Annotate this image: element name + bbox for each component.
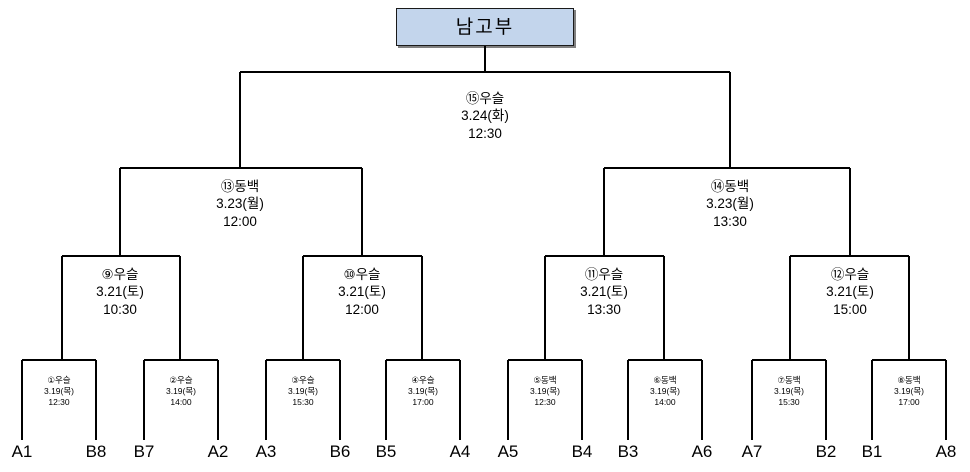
match-node-11[interactable]: ⑪우슬 3.21(토) 13:30	[514, 266, 694, 318]
team-slot-15[interactable]: B1	[861, 442, 883, 461]
match-14-date: 3.23(월)	[706, 196, 754, 212]
match-4-date: 3.19(목)	[407, 386, 439, 397]
team-slot-10[interactable]: B4	[571, 442, 593, 461]
match-node-8[interactable]: ⑧동백 3.19(목) 17:00	[854, 375, 964, 409]
match-11-label: ⑪우슬	[584, 267, 624, 282]
match-node-5[interactable]: ⑤동백 3.19(목) 12:30	[490, 375, 600, 409]
division-title-box: 남고부	[396, 8, 574, 46]
team-slot-1[interactable]: A1	[11, 442, 33, 461]
match-4-label: ④우슬	[411, 375, 435, 385]
team-slot-6[interactable]: B6	[329, 442, 351, 461]
team-slot-11[interactable]: B3	[617, 442, 639, 461]
match-15-time: 12:30	[468, 125, 502, 141]
team-slot-13[interactable]: A7	[741, 442, 763, 461]
team-slot-7[interactable]: B5	[375, 442, 397, 461]
match-8-time: 17:00	[898, 397, 920, 408]
match-7-label: ⑦동백	[777, 375, 801, 385]
match-5-time: 12:30	[534, 397, 556, 408]
match-7-date: 3.19(목)	[773, 386, 805, 397]
match-3-date: 3.19(목)	[287, 386, 319, 397]
match-node-6[interactable]: ⑥동백 3.19(목) 14:00	[610, 375, 720, 409]
match-11-time: 13:30	[587, 301, 621, 317]
match-6-date: 3.19(목)	[649, 386, 681, 397]
team-slot-9[interactable]: A5	[497, 442, 519, 461]
match-12-date: 3.21(토)	[826, 284, 874, 300]
match-6-label: ⑥동백	[653, 375, 677, 385]
match-8-label: ⑧동백	[897, 375, 921, 385]
team-slot-16[interactable]: A8	[935, 442, 957, 461]
match-node-3[interactable]: ③우슬 3.19(목) 15:30	[248, 375, 358, 409]
match-15-label: ⑮우슬	[465, 91, 505, 106]
match-1-label: ①우슬	[47, 375, 71, 385]
match-12-label: ⑫우슬	[830, 267, 870, 282]
team-slot-3[interactable]: B7	[133, 442, 155, 461]
match-15-date: 3.24(화)	[461, 108, 509, 124]
match-5-date: 3.19(목)	[529, 386, 561, 397]
match-4-time: 17:00	[412, 397, 434, 408]
match-11-date: 3.21(토)	[580, 284, 628, 300]
match-1-time: 12:30	[48, 397, 70, 408]
match-node-15[interactable]: ⑮우슬 3.24(화) 12:30	[385, 90, 585, 142]
match-node-1[interactable]: ①우슬 3.19(목) 12:30	[4, 375, 114, 409]
match-9-label: ⑨우슬	[101, 267, 139, 282]
match-2-label: ②우슬	[169, 375, 193, 385]
match-node-4[interactable]: ④우슬 3.19(목) 17:00	[368, 375, 478, 409]
match-10-time: 12:00	[345, 301, 379, 317]
match-1-date: 3.19(목)	[43, 386, 75, 397]
match-node-9[interactable]: ⑨우슬 3.21(토) 10:30	[30, 266, 210, 318]
match-13-time: 12:00	[223, 213, 257, 229]
match-14-label: ⑭동백	[710, 179, 750, 194]
match-node-12[interactable]: ⑫우슬 3.21(토) 15:00	[760, 266, 940, 318]
team-slot-5[interactable]: A3	[255, 442, 277, 461]
match-12-time: 15:00	[833, 301, 867, 317]
match-10-date: 3.21(토)	[338, 284, 386, 300]
match-node-2[interactable]: ②우슬 3.19(목) 14:00	[126, 375, 236, 409]
match-node-10[interactable]: ⑩우슬 3.21(토) 12:00	[272, 266, 452, 318]
team-slot-12[interactable]: A6	[691, 442, 713, 461]
match-3-label: ③우슬	[291, 375, 315, 385]
team-slot-14[interactable]: B2	[815, 442, 837, 461]
match-14-time: 13:30	[713, 213, 747, 229]
team-slot-4[interactable]: A2	[207, 442, 229, 461]
match-5-label: ⑤동백	[533, 375, 557, 385]
match-13-date: 3.23(월)	[216, 196, 264, 212]
match-8-date: 3.19(목)	[893, 386, 925, 397]
match-node-7[interactable]: ⑦동백 3.19(목) 15:30	[734, 375, 844, 409]
team-slot-2[interactable]: B8	[85, 442, 107, 461]
match-6-time: 14:00	[654, 397, 676, 408]
match-9-date: 3.21(토)	[96, 284, 144, 300]
match-node-13[interactable]: ⑬동백 3.23(월) 12:00	[140, 178, 340, 230]
match-2-date: 3.19(목)	[165, 386, 197, 397]
match-node-14[interactable]: ⑭동백 3.23(월) 13:30	[630, 178, 830, 230]
team-slot-8[interactable]: A4	[449, 442, 471, 461]
match-3-time: 15:30	[292, 397, 314, 408]
division-title-text: 남고부	[455, 16, 515, 38]
match-9-time: 10:30	[103, 301, 137, 317]
match-10-label: ⑩우슬	[343, 267, 381, 282]
match-13-label: ⑬동백	[220, 179, 260, 194]
match-7-time: 15:30	[778, 397, 800, 408]
match-2-time: 14:00	[170, 397, 192, 408]
